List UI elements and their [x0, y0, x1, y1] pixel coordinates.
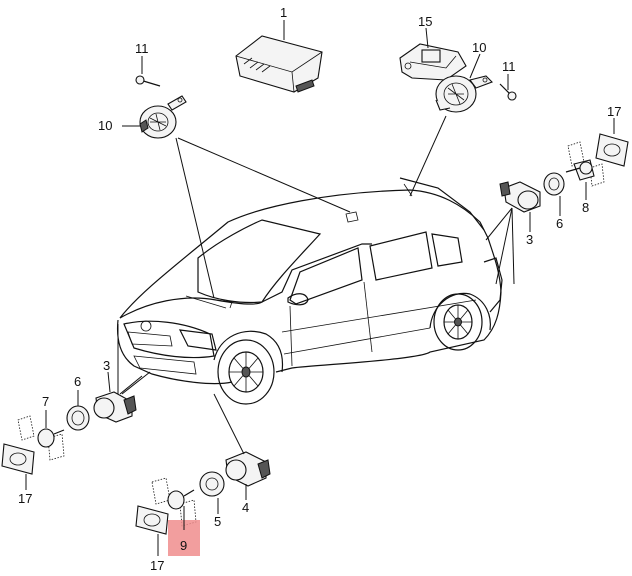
adhesive-pad-left — [1, 443, 35, 475]
callout-4: 4 — [242, 500, 249, 515]
sensor-ring-lower — [199, 471, 225, 497]
callout-10-left: 10 — [98, 118, 112, 133]
callout-9: 9 — [180, 538, 187, 553]
parking-sensor-lower — [225, 451, 271, 487]
screw-part-left — [135, 75, 161, 87]
car-body — [116, 177, 503, 405]
callout-17-bottom: 17 — [150, 558, 164, 573]
callout-11-left: 11 — [135, 41, 149, 56]
callout-8: 8 — [582, 200, 589, 215]
callout-17-right: 17 — [607, 104, 621, 119]
callout-3-right: 3 — [526, 232, 533, 247]
adhesive-pad-lower — [135, 505, 169, 535]
adhesive-pad-right — [595, 133, 629, 167]
sensor-ring-left — [66, 405, 90, 431]
bracket-part — [399, 43, 467, 81]
callout-1: 1 — [280, 5, 287, 20]
sensor-ring-right — [543, 172, 565, 196]
callout-6-left: 6 — [74, 374, 81, 389]
retainer-part-right — [565, 141, 605, 187]
screw-part-right — [499, 83, 517, 101]
parking-sensor-left — [93, 391, 137, 423]
callout-5: 5 — [214, 514, 221, 529]
control-unit-part — [235, 35, 323, 93]
callout-7: 7 — [42, 394, 49, 409]
retainer-part-left — [17, 415, 65, 461]
callout-15: 15 — [418, 14, 432, 29]
callout-3-left: 3 — [103, 358, 110, 373]
callout-11-top: 11 — [502, 59, 516, 74]
callout-17-left: 17 — [18, 491, 32, 506]
callout-6-right: 6 — [556, 216, 563, 231]
callout-10-top: 10 — [472, 40, 486, 55]
speaker-part-right — [435, 75, 493, 113]
parking-sensor-right — [499, 181, 541, 213]
speaker-part-left — [139, 95, 187, 139]
